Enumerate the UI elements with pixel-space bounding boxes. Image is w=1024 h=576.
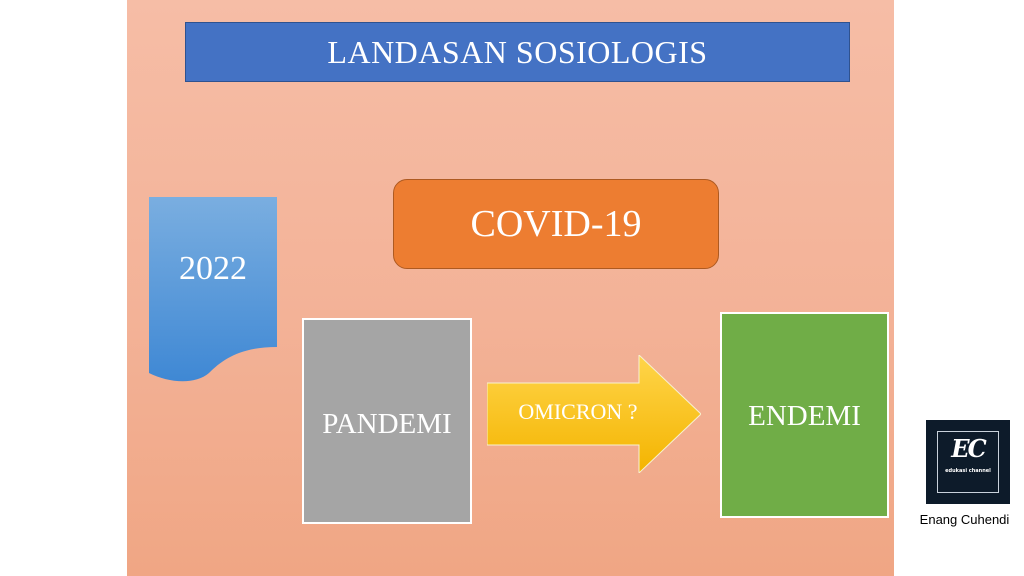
- author-name: Enang Cuhendi: [919, 512, 1010, 527]
- year-banner-shape: [149, 197, 277, 382]
- right-arrow-shape: [487, 355, 701, 473]
- covid-box: COVID-19: [393, 179, 719, 269]
- pandemi-box: PANDEMI: [302, 318, 472, 524]
- pandemi-label: PANDEMI: [322, 407, 452, 440]
- logo-frame: [937, 431, 999, 493]
- slide-title: LANDASAN SOSIOLOGIS: [327, 33, 708, 70]
- year-label: 2022: [179, 250, 247, 287]
- logo-mark: EC: [951, 434, 986, 463]
- covid-label: COVID-19: [470, 203, 642, 245]
- logo-subtitle: edukasi channel: [945, 468, 991, 474]
- endemi-label: ENDEMI: [748, 400, 861, 432]
- omicron-label: OMICRON ?: [518, 399, 638, 424]
- channel-logo: EC edukasi channel: [926, 420, 1010, 504]
- endemi-box: ENDEMI: [720, 312, 889, 518]
- slide-title-banner: LANDASAN SOSIOLOGIS: [185, 22, 850, 82]
